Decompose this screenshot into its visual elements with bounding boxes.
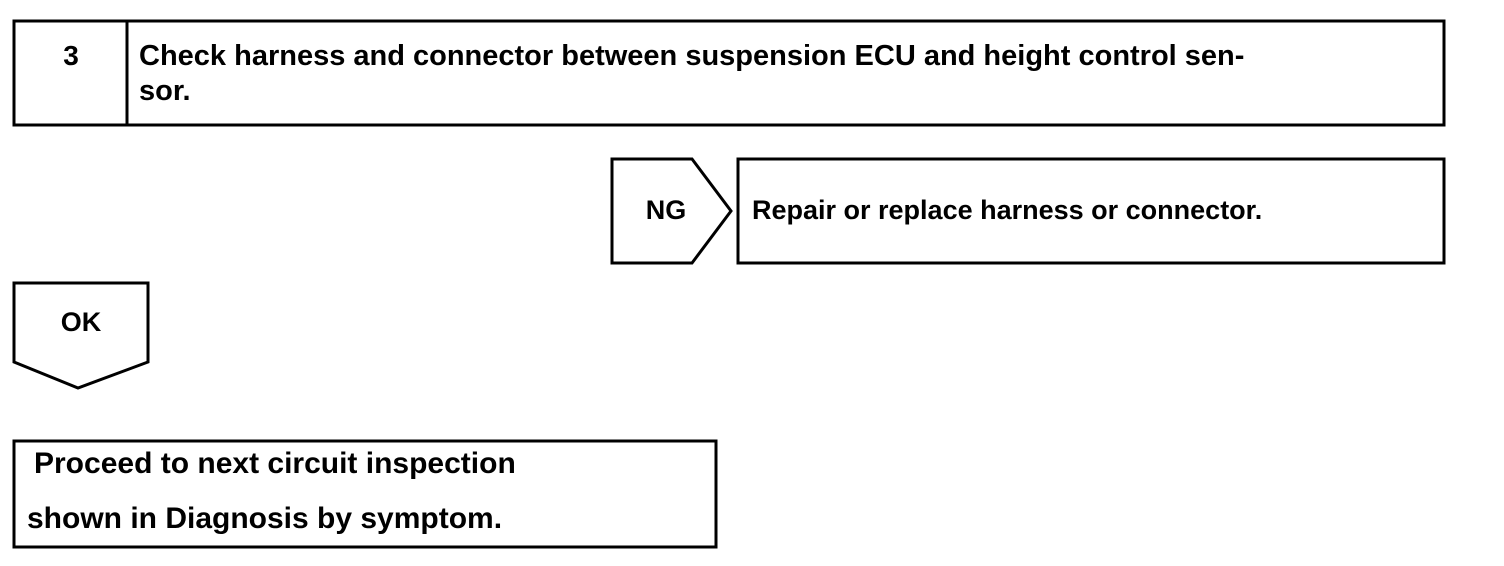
result-box	[12, 439, 718, 549]
ng-arrow-tag	[610, 157, 733, 265]
step-number: 3	[63, 40, 79, 71]
ok-label: OK	[60, 307, 102, 337]
result-line-2: shown in Diagnosis by symptom.	[27, 502, 503, 535]
ok-arrow-tag	[12, 281, 150, 390]
ng-action-box	[736, 157, 1446, 265]
result-line-1: Proceed to next circuit inspection	[34, 447, 516, 480]
step-title-line-2: sor.	[139, 75, 191, 107]
step-box	[12, 19, 1446, 127]
step-title-line-1: Check harness and connector between susp…	[139, 40, 1245, 72]
ng-label: NG	[645, 195, 687, 225]
ng-action-text: Repair or replace harness or connector.	[752, 195, 1263, 225]
